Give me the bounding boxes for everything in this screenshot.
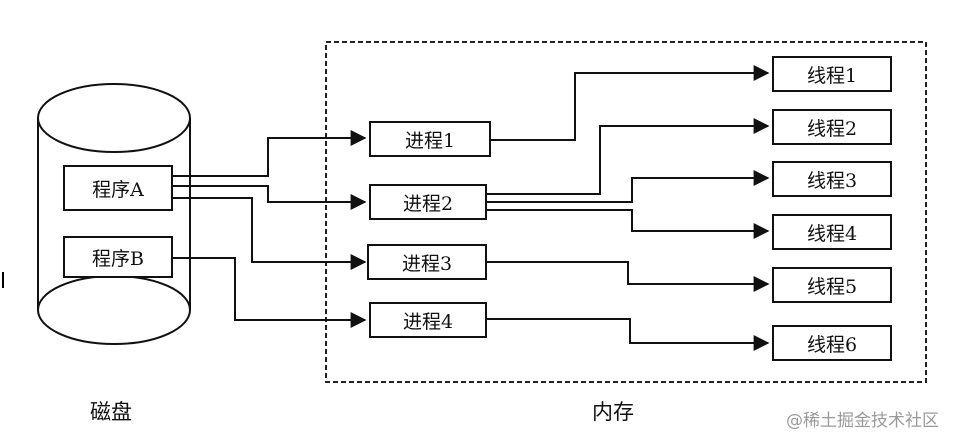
watermark-text: @稀土掘金技术社区 bbox=[786, 411, 939, 431]
link-process2-thread3 bbox=[487, 170, 770, 203]
thread-3-box: 线程3 bbox=[772, 161, 892, 197]
link-process1-thread1 bbox=[491, 65, 770, 141]
program-b-label: 程序B bbox=[92, 247, 144, 270]
process-2-box: 进程2 bbox=[369, 184, 487, 220]
process-1-box: 进程1 bbox=[369, 121, 491, 157]
link-process4-thread6 bbox=[487, 318, 770, 351]
process-2-label: 进程2 bbox=[402, 192, 454, 215]
link-programA-process3 bbox=[173, 197, 367, 270]
process-4-label: 进程4 bbox=[402, 310, 454, 333]
program-b-box: 程序B bbox=[63, 236, 173, 278]
thread-4-box: 线程4 bbox=[772, 214, 892, 250]
process-4-box: 进程4 bbox=[369, 302, 487, 338]
thread-6-label: 线程6 bbox=[806, 333, 858, 356]
link-process2-thread4 bbox=[487, 209, 770, 239]
thread-6-box: 线程6 bbox=[772, 325, 892, 361]
memory-caption: 内存 bbox=[592, 400, 634, 424]
process-3-label: 进程3 bbox=[401, 252, 453, 275]
memory-region bbox=[325, 41, 927, 383]
edge-tick-mark bbox=[2, 272, 4, 288]
process-thread-links bbox=[487, 65, 770, 351]
disk-caption: 磁盘 bbox=[90, 400, 132, 424]
thread-2-box: 线程2 bbox=[772, 109, 892, 145]
process-1-label: 进程1 bbox=[404, 129, 456, 152]
link-process2-thread2 bbox=[487, 118, 770, 195]
program-process-links bbox=[173, 130, 367, 328]
link-process3-thread5 bbox=[487, 261, 770, 292]
thread-4-label: 线程4 bbox=[806, 222, 858, 245]
link-programA-process2 bbox=[173, 185, 367, 210]
link-programB-process4 bbox=[173, 257, 367, 328]
program-a-label: 程序A bbox=[92, 178, 144, 201]
disk-cylinder bbox=[37, 83, 191, 345]
program-a-box: 程序A bbox=[63, 165, 173, 211]
thread-3-label: 线程3 bbox=[806, 169, 858, 192]
thread-5-label: 线程5 bbox=[806, 275, 858, 298]
thread-1-box: 线程1 bbox=[772, 56, 892, 92]
process-3-box: 进程3 bbox=[367, 244, 487, 280]
thread-5-box: 线程5 bbox=[772, 267, 892, 303]
link-programA-process1 bbox=[173, 130, 367, 177]
thread-2-label: 线程2 bbox=[806, 117, 858, 140]
thread-1-label: 线程1 bbox=[806, 64, 858, 87]
